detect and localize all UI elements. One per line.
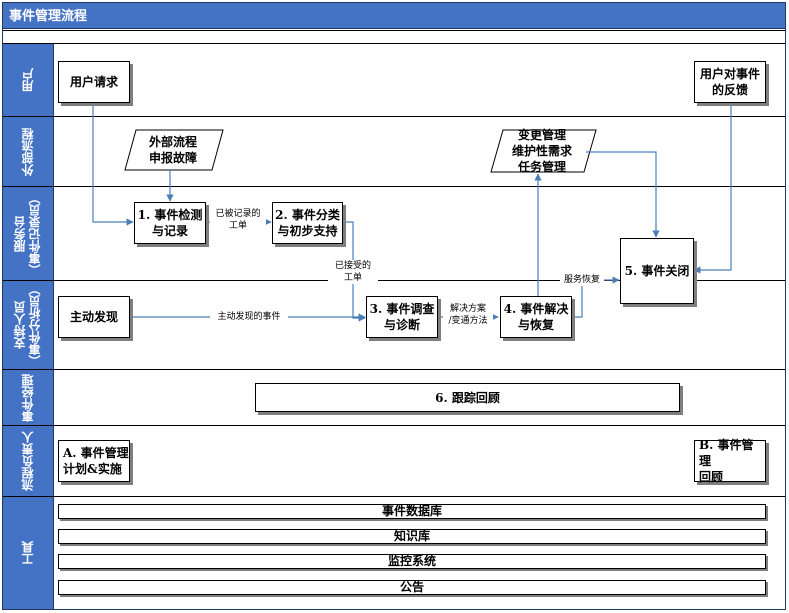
resolve-box: 4. 事件解决 与恢复	[500, 296, 572, 338]
arrow-feedback-to-close	[693, 103, 732, 274]
proactive-box: 主动发现	[58, 296, 130, 338]
lane-label-user: 用户	[3, 44, 54, 116]
tool-bar-knowledge-base: 知识库	[58, 529, 766, 544]
close-box: 5. 事件关闭	[620, 238, 694, 304]
lane-separator	[3, 369, 785, 370]
plan-box: A. 事件管理 计划&实施	[58, 440, 130, 482]
lane-label-external: 外部流程	[3, 117, 54, 186]
classify-box: 2. 事件分类 与初步支持	[272, 202, 343, 244]
lane-separator	[3, 116, 785, 117]
lane-separator	[3, 186, 785, 187]
label-accepted-ticket: 已接受的 工单	[328, 260, 378, 284]
change-mgmt-text: 变更管理 维护性需求 任务管理	[511, 128, 572, 174]
arrow-user-to-detect	[92, 103, 134, 226]
label-proactive-event: 主动发现的事件	[210, 311, 288, 323]
lane-label-owner: 流程负责人	[3, 426, 54, 496]
label-recorded-ticket: 已被记录的 工单	[210, 208, 266, 232]
lane-label-manager: 事件经理	[3, 370, 54, 425]
user-feedback-box: 用户对事件 的反馈	[694, 61, 766, 103]
lane-separator	[3, 43, 785, 44]
label-solution: 解决方案 /变通方法	[443, 303, 493, 327]
investigate-box: 3. 事件调查 与诊断	[366, 296, 438, 338]
external-report-text: 外部流程 申报故障	[148, 135, 197, 165]
lane-label-tools: 工具	[3, 497, 54, 609]
lane-separator	[3, 425, 785, 426]
diagram-title: 事件管理流程	[2, 2, 786, 29]
external-report-shape	[124, 129, 224, 171]
tool-bar-monitoring: 监控系统	[58, 554, 766, 569]
review-box: 6. 跟踪回顾	[255, 383, 680, 412]
lane-label-service-desk: 服务台 （事件记录员）	[3, 187, 54, 280]
lane-separator	[3, 496, 785, 497]
detect-record-box: 1. 事件检测 与记录	[134, 202, 206, 244]
lane-separator	[3, 280, 785, 281]
label-service-restore: 服务恢复	[560, 274, 604, 286]
arrow-change-to-close	[586, 151, 660, 238]
lane-separator	[3, 30, 785, 31]
user-request-box: 用户请求	[58, 61, 130, 103]
tool-bar-announcement: 公告	[58, 580, 766, 595]
change-mgmt-shape	[490, 129, 597, 173]
process-review-box: B. 事件管理 回顾	[694, 438, 766, 484]
tool-bar-incident-db: 事件数据库	[58, 504, 766, 519]
lane-label-support: 支持人员 （事件分析员）	[3, 281, 54, 369]
